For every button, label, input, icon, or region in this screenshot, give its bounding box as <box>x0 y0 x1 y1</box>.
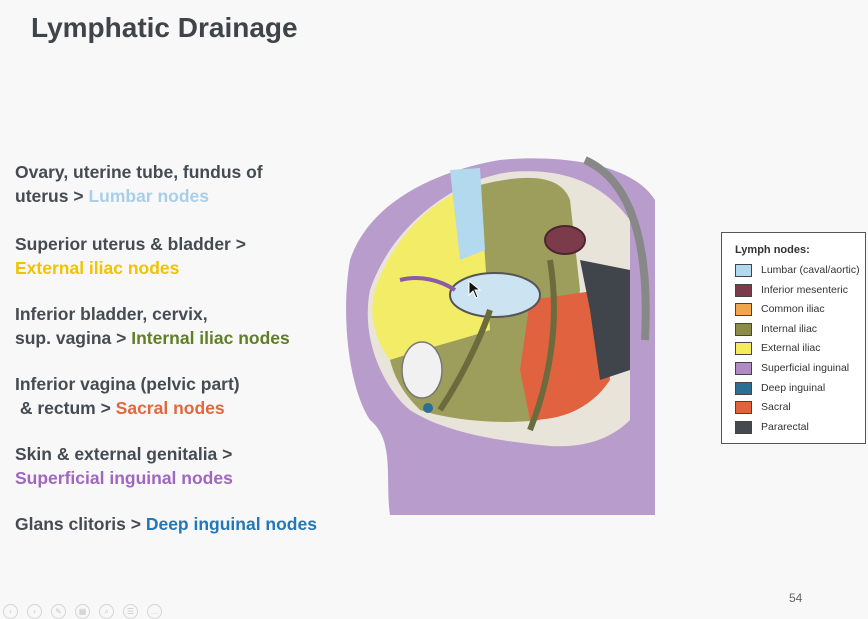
bullet-line: sup. vagina > Internal iliac nodes <box>15 326 365 350</box>
bullet-item: Glans clitoris > Deep inguinal nodes <box>15 512 365 536</box>
legend-swatch <box>735 303 752 317</box>
vagina-tract <box>437 309 493 412</box>
legend-label: Common iliac <box>761 303 825 316</box>
bullet-item: Skin & external genitalia > Superficial i… <box>15 442 365 490</box>
bullet-line: Superior uterus & bladder > <box>15 232 365 256</box>
prev-icon[interactable]: ‹ <box>3 604 18 619</box>
legend-label: Inferior mesenteric <box>761 283 848 296</box>
bullet-item: Inferior vagina (pelvic part) & rectum >… <box>15 372 365 420</box>
legend-label: Superficial inguinal <box>761 362 850 374</box>
legend-label: Deep inguinal <box>761 381 826 394</box>
pararectal-region <box>580 260 630 380</box>
deep-inguinal-node <box>423 403 433 413</box>
legend-item: Lumbar (caval/aortic) <box>735 264 865 279</box>
bullet-line: Superficial inguinal nodes <box>15 466 365 490</box>
bullet-line: Skin & external genitalia > <box>15 442 365 466</box>
bullet-text: & rectum > <box>15 398 116 418</box>
bullet-text: Internal iliac nodes <box>131 328 290 348</box>
legend-swatch <box>735 420 752 434</box>
legend-swatch <box>735 401 752 415</box>
mouse-cursor-icon <box>468 280 482 299</box>
bullet-text: uterus > <box>15 186 89 206</box>
legend-item: Inferior mesenteric <box>735 283 865 299</box>
bullet-text: Lumbar nodes <box>88 186 210 206</box>
legend-label: Pararectal <box>761 420 809 433</box>
bullet-item: Inferior bladder, cervix,sup. vagina > I… <box>15 302 365 350</box>
superficial-inguinal-region <box>399 276 457 292</box>
slides-icon[interactable]: ▦ <box>75 604 90 619</box>
legend-swatch <box>735 264 752 277</box>
bullet-text: Deep inguinal nodes <box>145 514 317 534</box>
sacrum-shape <box>583 156 650 341</box>
legend-swatch <box>735 342 752 356</box>
legend-swatch <box>735 322 752 336</box>
bullet-text: Inferior bladder, cervix, <box>15 304 208 324</box>
bullet-item: Superior uterus & bladder > External ilia… <box>15 232 365 280</box>
uterus-shape <box>449 272 541 318</box>
menu-icon[interactable]: ☰ <box>123 604 138 619</box>
legend-item: External iliac <box>735 342 865 357</box>
bullet-line: Glans clitoris > Deep inguinal nodes <box>15 512 365 536</box>
page-number: 54 <box>789 591 803 605</box>
legend-item: Internal iliac <box>735 322 865 338</box>
zoom-icon[interactable]: ⌕ <box>99 604 114 619</box>
legend-swatch <box>735 381 752 395</box>
bullet-text: Inferior vagina (pelvic part) <box>15 374 240 394</box>
bullet-text: Glans clitoris > <box>15 514 146 534</box>
bullet-line: Inferior vagina (pelvic part) <box>15 372 365 396</box>
presenter-controls: ‹ › ✎ ▦ ⌕ ☰ … <box>0 604 180 619</box>
bullet-text: Sacral nodes <box>115 398 225 418</box>
bullet-text: Skin & external genitalia > <box>15 444 233 464</box>
legend-item: Deep inguinal <box>735 381 865 397</box>
bullet-text: sup. vagina > <box>15 328 132 348</box>
legend-item: Superficial inguinal <box>735 362 865 377</box>
rectum-tract <box>527 259 557 432</box>
bullet-line: uterus > Lumbar nodes <box>15 184 365 208</box>
bullet-text: Ovary, uterine tube, fundus of <box>15 162 263 182</box>
next-icon[interactable]: › <box>27 604 42 619</box>
bullet-text: External iliac nodes <box>15 258 180 278</box>
bullet-text: Superficial inguinal nodes <box>15 468 233 488</box>
more-icon[interactable]: … <box>147 604 162 619</box>
pelvis-illustration <box>346 156 655 515</box>
bullet-text: Superior uterus & bladder > <box>15 234 246 254</box>
legend-swatch <box>735 362 752 375</box>
pubic-bone <box>401 341 443 399</box>
legend-label: Internal iliac <box>761 322 818 335</box>
bullet-line: & rectum > Sacral nodes <box>15 396 365 420</box>
legend-item: Sacral <box>735 401 865 416</box>
rectum-shape <box>544 225 586 255</box>
legend-item: Pararectal <box>735 420 865 436</box>
legend-swatch <box>735 283 752 297</box>
legend-item: Common iliac <box>735 303 865 318</box>
legend: Lymph nodes: Lumbar (caval/aortic) Inferi… <box>721 232 866 444</box>
legend-label: Sacral <box>761 401 791 414</box>
pen-icon[interactable]: ✎ <box>51 604 66 619</box>
lumbar-region <box>450 168 485 260</box>
page-title: Lymphatic Drainage <box>31 12 298 43</box>
legend-title: Lymph nodes: <box>735 244 810 256</box>
legend-label: Lumbar (caval/aortic) <box>761 264 860 276</box>
bullet-line: External iliac nodes <box>15 256 365 280</box>
legend-label: External iliac <box>761 342 821 355</box>
bullet-line: Inferior bladder, cervix, <box>15 302 365 326</box>
bullet-line: Ovary, uterine tube, fundus of <box>15 160 365 184</box>
